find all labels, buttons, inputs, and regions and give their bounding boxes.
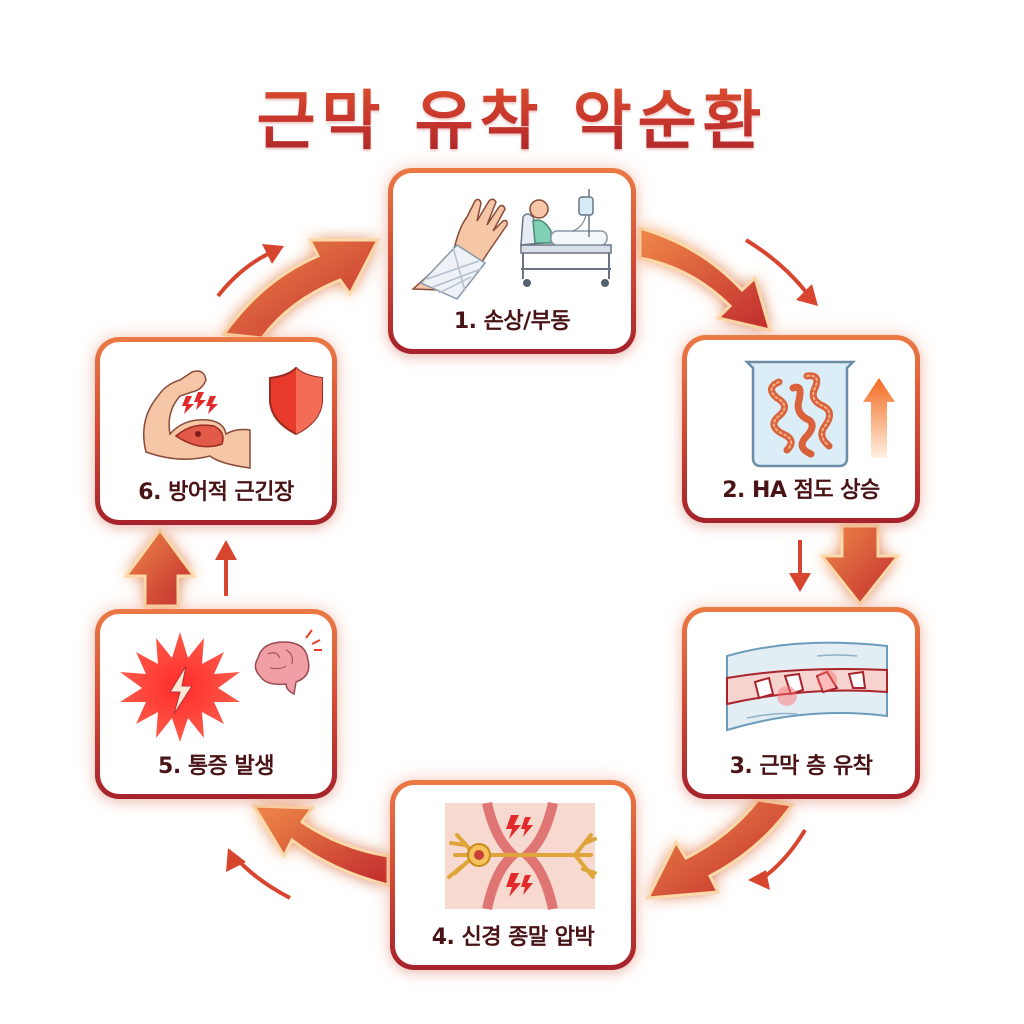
step-4-box: 4. 신경 종말 압박 bbox=[390, 780, 636, 970]
step-1-box: 1. 손상/부동 bbox=[388, 168, 636, 354]
arrow-2-to-3 bbox=[818, 524, 902, 607]
arrow-3-to-4 bbox=[645, 798, 795, 900]
bandaged-hand-and-hospital-bed-icon bbox=[411, 189, 612, 300]
step-5-label: 5. 통증 발생 bbox=[158, 754, 274, 779]
compressed-neuron-icon bbox=[445, 801, 597, 911]
step-2-label: 2. HA 점도 상승 bbox=[722, 478, 880, 503]
step-6-box: 6. 방어적 근긴장 bbox=[95, 337, 337, 525]
arrow-5-to-6 bbox=[123, 527, 197, 608]
thin-arrow-4-to-5 bbox=[234, 856, 291, 900]
pain-burst-and-brain-icon bbox=[120, 629, 322, 742]
tense-arm-and-shield-icon bbox=[143, 366, 323, 469]
step-2-box: 2. HA 점도 상승 bbox=[682, 335, 920, 523]
step-4-label: 4. 신경 종말 압박 bbox=[431, 925, 595, 950]
arrow-4-to-5 bbox=[251, 804, 390, 887]
thin-arrow-3-to-4 bbox=[758, 828, 807, 882]
arrow-1-to-2 bbox=[638, 226, 773, 333]
step-3-label: 3. 근막 층 유착 bbox=[729, 754, 873, 779]
arrow-6-to-1 bbox=[221, 238, 381, 340]
step-5-box: 5. 통증 발생 bbox=[95, 609, 337, 799]
beaker-with-chains-and-up-arrow-icon bbox=[743, 360, 895, 468]
step-3-box: 3. 근막 층 유착 bbox=[682, 607, 920, 799]
step-1-label: 1. 손상/부동 bbox=[453, 309, 571, 334]
diagram-title: 근막 유착 악순환 bbox=[0, 70, 1024, 162]
thin-arrow-6-to-1 bbox=[216, 252, 269, 298]
fascia-layers-adhesion-icon bbox=[726, 641, 888, 732]
thin-arrow-1-to-2 bbox=[744, 238, 808, 294]
step-6-label: 6. 방어적 근긴장 bbox=[138, 480, 294, 505]
